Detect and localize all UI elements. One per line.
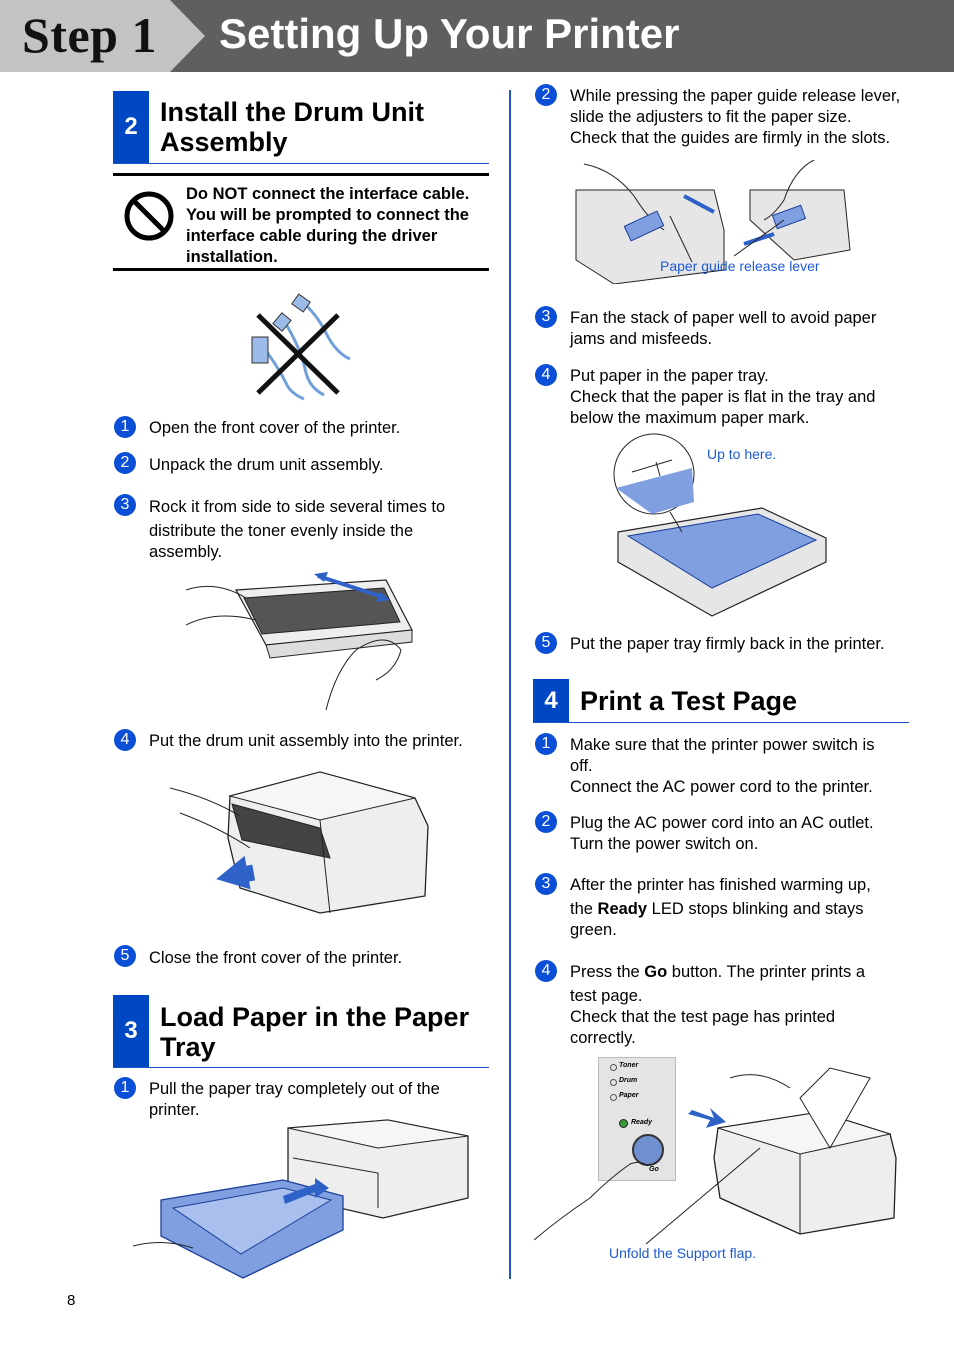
led-label-drum: Drum [619,1077,638,1084]
warning-line: installation. [186,248,278,266]
page-number: 8 [67,1292,76,1309]
section-rule [113,1067,489,1068]
section-rule [113,163,489,164]
step-text: Plug the AC power cord into an AC outlet… [570,814,874,853]
warning-text: Do NOT connect the interface cable. You … [186,184,469,268]
warning-bottom-rule [113,268,489,271]
no-entry-icon [124,191,174,241]
go-button-icon[interactable] [632,1134,664,1166]
warning-line: You will be prompted to connect the [186,206,469,224]
step-text: Unpack the drum unit assembly. [149,456,384,474]
section-title-line: Assembly [160,127,288,157]
step-badge: 1 [114,416,136,438]
section-title: Print a Test Page [580,686,798,716]
step-text: Close the front cover of the printer. [149,949,403,967]
step-badge: 1 [535,733,557,755]
section-title-line: Tray [160,1032,216,1062]
step-badge: 4 [535,960,557,982]
step-text: Put paper in the paper tray. Check that … [570,367,876,427]
paper-tray-illustration [613,433,827,617]
step-text: Fan the stack of paper well to avoid pap… [570,309,877,348]
page-title: Setting Up Your Printer [219,10,680,57]
step-text: Rock it from side to side several times … [149,498,446,561]
section-number: 3 [113,995,149,1067]
step-badge: 3 [535,873,557,895]
warning-top-rule [113,173,489,176]
pull-tray-illustration [133,1119,469,1279]
step-badge: 4 [114,729,136,751]
column-divider [509,90,511,1279]
step-text: While pressing the paper guide release l… [570,87,901,147]
step-label: Step 1 [22,7,157,63]
warning-line: interface cable during the driver [186,227,438,245]
step-text: Put the drum unit assembly into the prin… [149,732,463,750]
led-toner-icon [610,1064,617,1071]
section-title: Load Paper in the Paper Tray [160,1002,469,1062]
crossed-cable-illustration [251,293,351,401]
caption-support-flap: Unfold the Support flap. [609,1245,757,1261]
led-ready-icon [619,1119,628,1128]
section-rule [533,722,909,723]
paper-guide-illustration [575,160,851,284]
led-paper-icon [610,1094,617,1101]
insert-drum-illustration [170,771,429,914]
drum-rocking-illustration [186,572,413,711]
step-badge: 2 [535,811,557,833]
print-test-illustration [533,1067,897,1245]
section-title: Install the Drum Unit Assembly [160,97,424,157]
step-badge: 2 [535,84,557,106]
step-text: Pull the paper tray completely out of th… [149,1080,440,1119]
caption-lever: Paper guide release lever [660,258,820,274]
section-number: 2 [113,91,149,163]
step-badge: 1 [114,1077,136,1099]
led-label-paper: Paper [619,1092,639,1099]
caption-up-to-here: Up to here. [707,446,777,462]
button-label-go: Go [649,1166,659,1173]
section-number: 4 [533,679,569,722]
control-panel: Toner Drum Paper Ready Go [598,1057,676,1181]
step-badge: 3 [114,494,136,516]
led-drum-icon [610,1079,617,1086]
led-label-ready: Ready [631,1119,653,1126]
step-text: Make sure that the printer power switch … [570,736,875,796]
step-text: Press the Go button. The printer prints … [570,963,866,1047]
step-text: Open the front cover of the printer. [149,419,401,437]
led-label-toner: Toner [619,1062,639,1069]
step-badge: 4 [535,364,557,386]
step-badge: 5 [114,945,136,967]
step-text: Put the paper tray firmly back in the pr… [570,635,885,653]
step-badge: 5 [535,632,557,654]
section-title-line: Load Paper in the Paper [160,1002,470,1032]
step-badge: 2 [114,452,136,474]
warning-line: Do NOT connect the interface cable. [186,185,470,203]
step-badge: 3 [535,306,557,328]
step-tab [0,0,205,72]
step-text: After the printer has finished warming u… [570,876,871,939]
section-title-line: Install the Drum Unit [160,97,425,127]
